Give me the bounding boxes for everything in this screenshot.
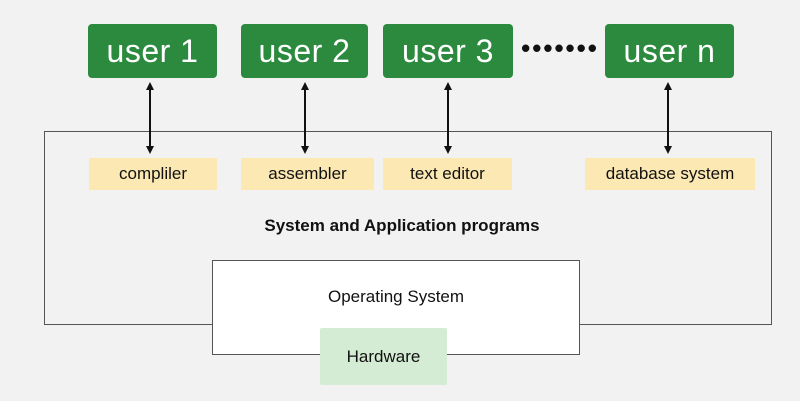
ellipsis-dots: ••••••• [521, 32, 599, 63]
program-assembler: assembler [241, 158, 374, 190]
user-n-box: user n [605, 24, 734, 78]
user-2-box: user 2 [241, 24, 368, 78]
program-text-editor: text editor [383, 158, 512, 190]
user-3-box: user 3 [383, 24, 513, 78]
operating-system-label: Operating System [327, 287, 465, 306]
program-compiler: compliler [89, 158, 217, 190]
hardware-box: Hardware [320, 328, 447, 385]
program-database-system: database system [585, 158, 755, 190]
user-1-box: user 1 [88, 24, 217, 78]
layer-title: System and Application programs [264, 216, 540, 235]
